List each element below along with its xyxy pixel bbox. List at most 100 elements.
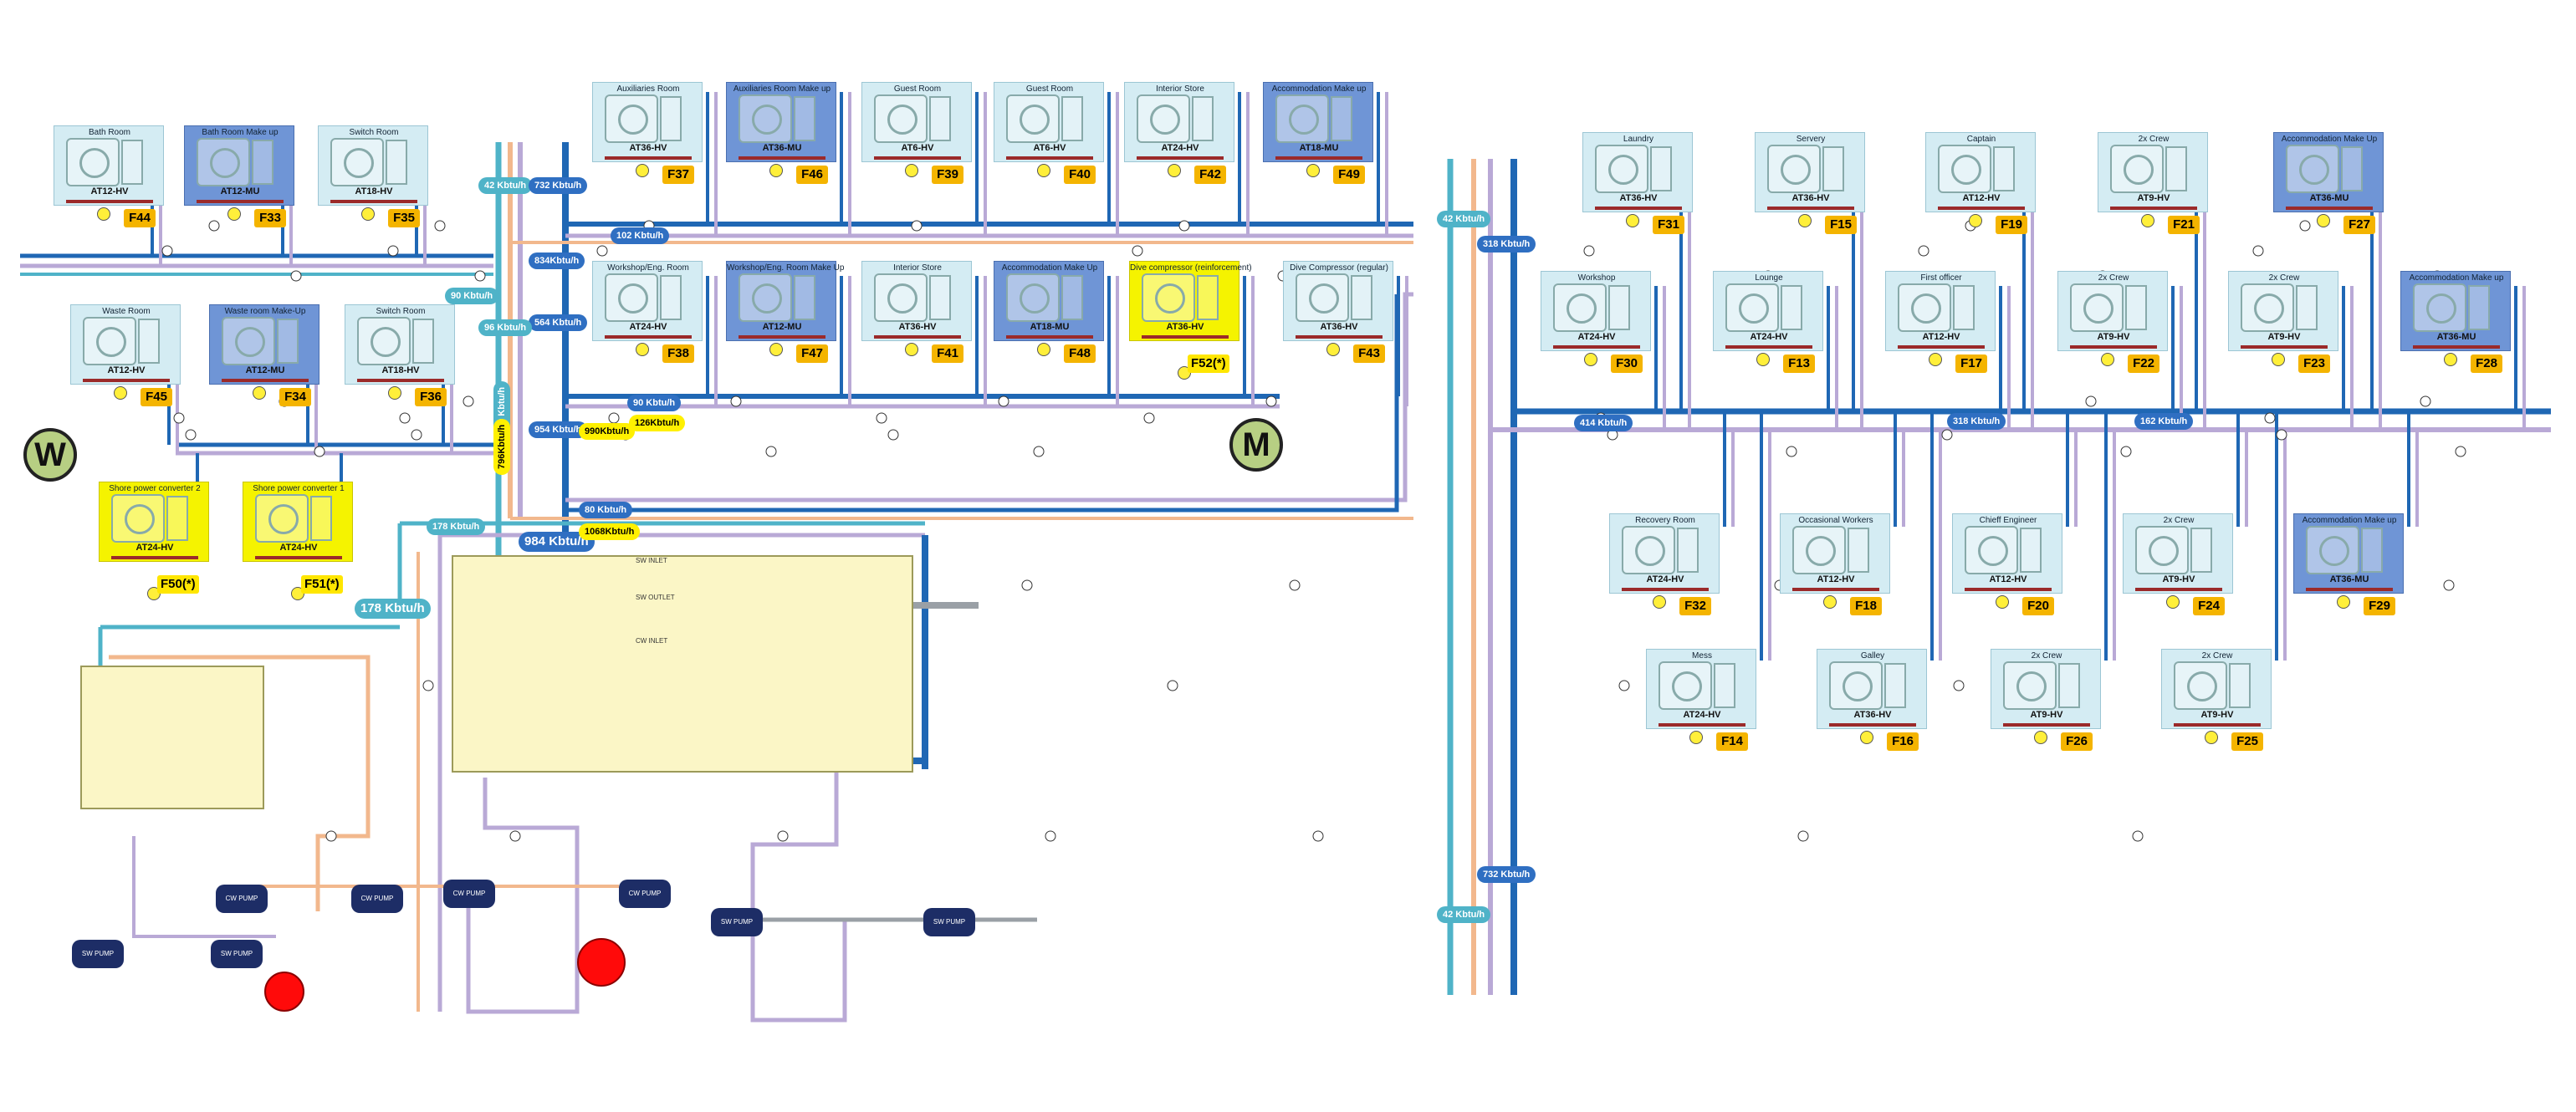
flow-label: 564 Kbtu/h — [529, 314, 588, 331]
unit-room-name: 2x Crew — [2268, 273, 2300, 283]
thermostat-icon — [1037, 164, 1050, 177]
valve-node-icon — [161, 245, 173, 257]
unit-model: AT36-HV — [1142, 322, 1229, 339]
coil-icon — [2125, 285, 2147, 330]
valve-node-icon — [1941, 429, 1953, 441]
thermostat-icon — [636, 343, 649, 356]
unit-model: AT18-MU — [1006, 322, 1093, 339]
unit-room-name: Mess — [1692, 651, 1712, 661]
valve-node-icon — [777, 830, 789, 842]
valve-node-icon — [463, 395, 474, 407]
unit-room-name: Interior Store — [1156, 84, 1204, 94]
unit-room-name: 2x Crew — [2031, 651, 2062, 661]
unit-model: AT36-HV — [605, 143, 692, 160]
valve-node-icon — [1797, 830, 1809, 842]
thermostat-icon — [2101, 353, 2114, 366]
coil-icon — [1061, 275, 1083, 320]
valve-node-icon — [1178, 220, 1190, 232]
coil-icon — [2190, 528, 2212, 573]
coil-icon — [2296, 285, 2318, 330]
thermostat-icon — [253, 386, 266, 400]
flow-label: 414 Kbtu/h — [1574, 415, 1633, 431]
thermostat-icon — [769, 164, 783, 177]
fan-icon — [2174, 661, 2227, 710]
flow-label: 162 Kbtu/h — [2134, 413, 2194, 430]
coil-icon — [1953, 285, 1975, 330]
unit-model: AT24-HV — [1659, 710, 1745, 727]
unit-tag: F26 — [2061, 732, 2093, 751]
unit-tag: F14 — [1716, 732, 1748, 751]
thermostat-icon — [1584, 353, 1597, 366]
unit-tag: F38 — [662, 344, 694, 363]
unit-model: AT9-HV — [2110, 193, 2197, 210]
fan-icon — [222, 317, 275, 365]
thermostat-icon — [2166, 595, 2180, 609]
thermostat-icon — [1969, 214, 1982, 227]
unit-model: AT12-HV — [1792, 574, 1879, 591]
fan-icon — [2003, 661, 2057, 710]
valve-node-icon — [1167, 680, 1178, 691]
unit-model: AT24-HV — [1622, 574, 1709, 591]
pipe — [750, 769, 847, 1023]
unit-room-name: Guest Room — [893, 84, 942, 94]
coil-icon — [2341, 146, 2363, 191]
flow-label: 796Kbtu/h — [493, 418, 510, 475]
unit-model: AT12-HV — [83, 365, 170, 382]
flow-label: 178 Kbtu/h — [427, 518, 486, 535]
unit-room-name: Recovery Room — [1635, 516, 1695, 525]
unit-tag: F47 — [796, 344, 828, 363]
valve-node-icon — [1786, 446, 1797, 457]
thermostat-icon — [1626, 214, 1639, 227]
unit-room-name: Captain — [1966, 135, 1996, 144]
unit-tag: F33 — [254, 209, 286, 227]
unit-tag: F15 — [1825, 216, 1857, 234]
unit-room-name: Auxiliaries Room Make up — [733, 84, 831, 94]
valve-node-icon — [173, 412, 185, 424]
unit-model: AT9-HV — [2070, 332, 2157, 349]
unit-tag: F35 — [388, 209, 420, 227]
fan-icon — [1275, 94, 1329, 143]
unit-tag: F30 — [1611, 355, 1643, 373]
unit-tag: F27 — [2343, 216, 2375, 234]
unit-tag: F17 — [1955, 355, 1987, 373]
coil-icon — [386, 140, 407, 185]
unit-tag: F42 — [1194, 166, 1226, 184]
unit-tag: F21 — [2168, 216, 2200, 234]
unit-tag: F28 — [2471, 355, 2502, 373]
unit-tag: F29 — [2364, 597, 2395, 615]
coil-icon — [310, 496, 332, 541]
fan-icon — [1296, 273, 1349, 322]
unit-room-name: Interior Store — [893, 263, 942, 273]
thermostat-icon — [1860, 731, 1873, 744]
cw-pump: CW PUMP — [216, 885, 268, 913]
flow-label: 126Kbtu/h — [629, 415, 686, 431]
valve-node-icon — [765, 446, 777, 457]
coil-icon — [166, 496, 188, 541]
unit-model: AT24-HV — [1553, 332, 1640, 349]
flow-label: 954 Kbtu/h — [529, 421, 588, 438]
unit-housing: Dive Compressor (regular)AT36-HV — [1283, 261, 1393, 341]
unit-model: AT18-HV — [330, 186, 417, 203]
